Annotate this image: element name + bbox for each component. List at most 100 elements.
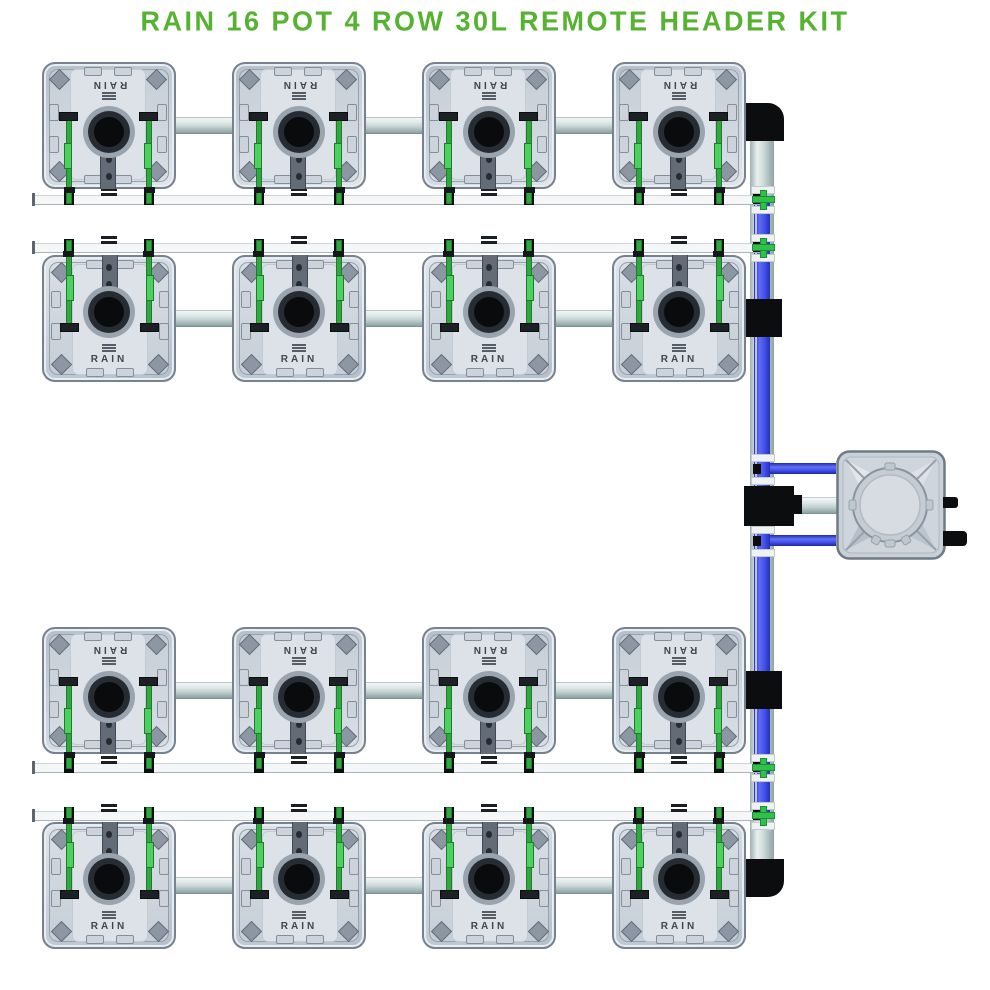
lid-slot: [656, 935, 674, 944]
header-tee-fitting: [744, 486, 794, 526]
manifold-coupling: [671, 756, 687, 759]
pot-hole: [284, 682, 314, 712]
rain-logo-icon: [290, 657, 308, 665]
pot-hole: [664, 682, 694, 712]
grow-pot: RAIN: [42, 808, 176, 949]
rain-logo-icon: [100, 92, 118, 100]
pot-hole: [94, 117, 124, 147]
lid-slot: [159, 291, 169, 308]
pot-lid-assembly: RAIN: [612, 62, 746, 203]
row-pipe: [556, 682, 612, 699]
grow-pot: RAIN: [422, 241, 556, 382]
lid-slot: [159, 323, 169, 340]
manifold-coupling: [481, 193, 497, 196]
drip-line: [330, 808, 349, 899]
lid-slot: [51, 291, 61, 308]
lid-slot: [496, 260, 514, 269]
drip-line: [250, 241, 269, 332]
green-cross-fitting: [752, 812, 775, 819]
row-pipe: [176, 310, 232, 327]
pot-brand: RAIN: [232, 343, 366, 365]
pot-lid-assembly: RAIN: [612, 808, 746, 949]
manifold-coupling: [671, 804, 687, 807]
lid-slot: [466, 368, 484, 377]
lid-slot: [241, 291, 251, 308]
lid-slot: [306, 368, 324, 377]
pipe-coupling-band: [751, 549, 775, 557]
lid-slot: [239, 104, 249, 121]
lid-slot: [239, 669, 249, 686]
lid-slot: [429, 136, 439, 153]
pipe-clamp: [753, 536, 761, 546]
pot-hole: [664, 297, 694, 327]
lid-slot: [537, 104, 547, 121]
drip-line: [710, 808, 729, 899]
drip-manifold-pipe: [35, 763, 762, 773]
pot-brand-text: RAIN: [470, 921, 508, 932]
pot-brand-text: RAIN: [280, 644, 318, 655]
rain-logo-icon: [670, 344, 688, 352]
manifold-coupling: [481, 761, 497, 764]
pot-hole: [474, 297, 504, 327]
lid-slot: [621, 858, 631, 875]
lid-slot: [496, 935, 514, 944]
lid-slot: [49, 136, 59, 153]
lid-slot: [727, 136, 737, 153]
manifold-coupling: [671, 188, 687, 191]
grow-pot: RAIN: [42, 241, 176, 382]
manifold-coupling: [481, 236, 497, 239]
drip-line: [630, 241, 649, 332]
lid-slot: [49, 701, 59, 718]
pot-lid-assembly: RAIN: [612, 627, 746, 768]
manifold-coupling: [291, 809, 307, 812]
manifold-coupling: [291, 761, 307, 764]
lid-slot: [684, 632, 702, 641]
lid-slot: [304, 67, 322, 76]
pot-hole: [474, 864, 504, 894]
lid-slot: [349, 890, 359, 907]
lid-slot: [619, 104, 629, 121]
row-pipe: [556, 877, 612, 894]
grow-pot: RAIN: [232, 62, 366, 203]
drip-line: [59, 112, 78, 203]
row-pipe: [366, 877, 422, 894]
green-cross-fitting: [752, 244, 775, 251]
lid-slot: [49, 104, 59, 121]
grow-pot: RAIN: [232, 808, 366, 949]
rain-logo-icon: [670, 92, 688, 100]
lid-slot: [619, 669, 629, 686]
lid-slot: [429, 669, 439, 686]
manifold-end-cap: [32, 241, 35, 254]
row-pipe: [556, 117, 612, 134]
grow-pot: RAIN: [422, 627, 556, 768]
grow-pot: RAIN: [612, 808, 746, 949]
pot-lid-assembly: RAIN: [422, 62, 556, 203]
lid-slot: [539, 291, 549, 308]
grow-pot: RAIN: [422, 808, 556, 949]
lid-slot: [656, 368, 674, 377]
grow-pot: RAIN: [612, 62, 746, 203]
lid-slot: [537, 669, 547, 686]
manifold-coupling: [291, 236, 307, 239]
lid-slot: [729, 890, 739, 907]
pot-brand: RAIN: [612, 644, 746, 666]
lid-slot: [539, 323, 549, 340]
manifold-coupling: [101, 761, 117, 764]
drip-line: [329, 677, 348, 768]
pot-brand-text: RAIN: [660, 921, 698, 932]
lid-slot: [49, 669, 59, 686]
drip-line: [519, 677, 538, 768]
lid-slot: [494, 632, 512, 641]
lid-slot: [347, 669, 357, 686]
grow-pot: RAIN: [232, 241, 366, 382]
pot-brand: RAIN: [232, 910, 366, 932]
pot-brand: RAIN: [612, 343, 746, 365]
drip-line: [139, 677, 158, 768]
pot-brand: RAIN: [422, 343, 556, 365]
grow-pot: RAIN: [612, 627, 746, 768]
header-tee-nozzle: [790, 495, 802, 514]
elbow-fitting: [746, 859, 784, 897]
drip-line: [520, 808, 539, 899]
lid-slot: [51, 858, 61, 875]
lid-slot: [349, 291, 359, 308]
